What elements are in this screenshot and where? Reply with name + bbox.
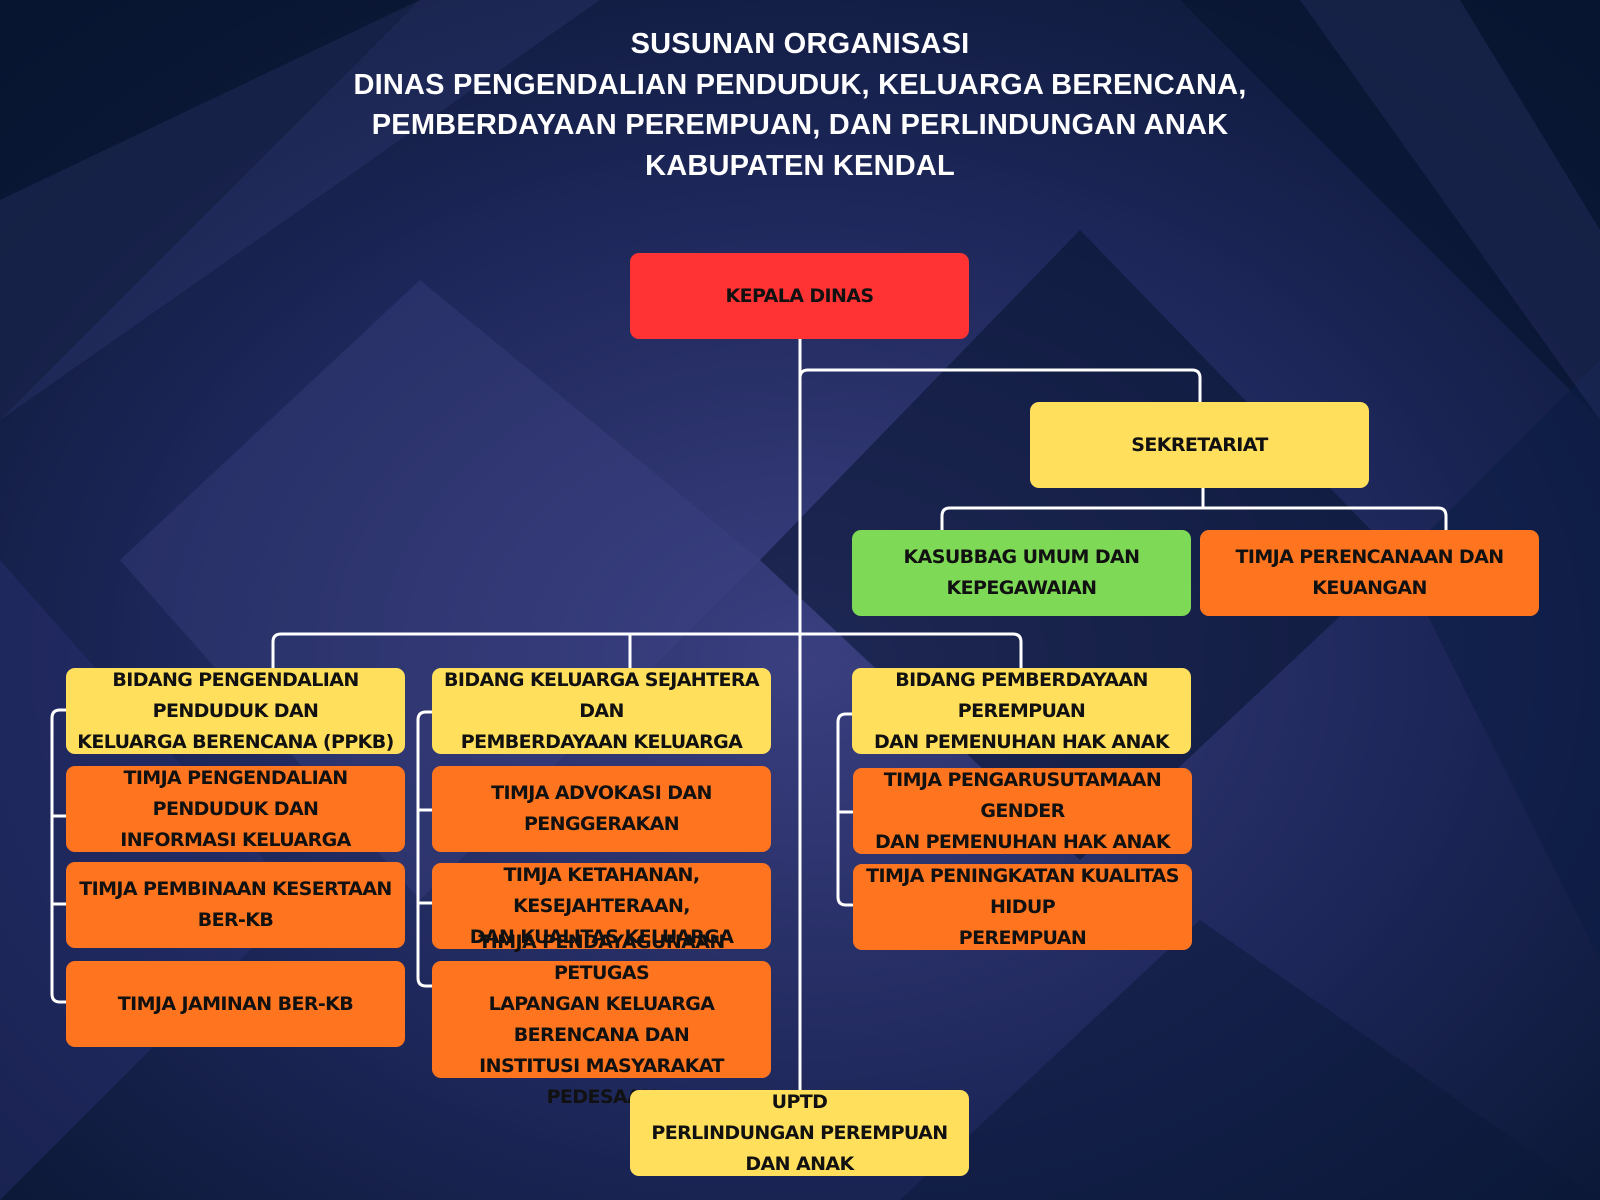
box-kepala-dinas: KEPALA DINAS — [630, 253, 969, 339]
connector-sekretariat — [798, 368, 1202, 404]
title-line-1: SUSUNAN ORGANISASI — [630, 28, 970, 60]
connector-bidang-row — [271, 632, 1023, 670]
box-timja-ks-3: TIMJA PENDAYAGUNAAN PETUGAS LAPANGAN KEL… — [432, 931, 771, 1108]
connector-sekretariat-subunits — [940, 486, 1448, 532]
box-timja-ppkb-2: TIMJA PEMBINAAN KESERTAAN BER-KB — [66, 862, 405, 948]
box-uptd: UPTD PERLINDUNGAN PEREMPUAN DAN ANAK — [630, 1090, 969, 1176]
box-timja-ppkb-3: TIMJA JAMINAN BER-KB — [66, 961, 405, 1047]
box-timja-perencanaan: TIMJA PERENCANAAN DAN KEUANGAN — [1200, 530, 1539, 616]
title-line-3: PEMBERDAYAAN PEREMPUAN, DAN PERLINDUNGAN… — [371, 109, 1229, 141]
box-bidang-ks: BIDANG KELUARGA SEJAHTERA DAN PEMBERDAYA… — [432, 668, 771, 754]
connector-bracket-ks — [416, 710, 434, 988]
chart-title: SUSUNAN ORGANISASI DINAS PENGENDALIAN PE… — [200, 24, 1400, 186]
box-timja-pp-2: TIMJA PENINGKATAN KUALITAS HIDUP PEREMPU… — [853, 864, 1192, 950]
connector-bracket-ppkb — [50, 708, 68, 1004]
title-line-2: DINAS PENGENDALIAN PENDUDUK, KELUARGA BE… — [353, 68, 1247, 101]
box-bidang-ppkb: BIDANG PENGENDALIAN PENDUDUK DAN KELUARG… — [66, 668, 405, 754]
box-timja-ks-2: TIMJA KETAHANAN, KESEJAHTERAAN, DAN KUAL… — [432, 863, 771, 949]
box-bidang-pp: BIDANG PEMBERDAYAAN PEREMPUAN DAN PEMENU… — [852, 668, 1191, 754]
connector-bracket-pp — [836, 712, 854, 907]
box-timja-ppkb-1: TIMJA PENGENDALIAN PENDUDUK DAN INFORMAS… — [66, 766, 405, 852]
box-sekretariat: SEKRETARIAT — [1030, 402, 1369, 488]
title-line-4: KABUPATEN KENDAL — [645, 149, 955, 182]
box-timja-ks-1: TIMJA ADVOKASI DAN PENGGERAKAN — [432, 766, 771, 852]
box-timja-pp-1: TIMJA PENGARUSUTAMAAN GENDER DAN PEMENUH… — [853, 768, 1192, 854]
box-kasubbag-umum: KASUBBAG UMUM DAN KEPEGAWAIAN — [852, 530, 1191, 616]
